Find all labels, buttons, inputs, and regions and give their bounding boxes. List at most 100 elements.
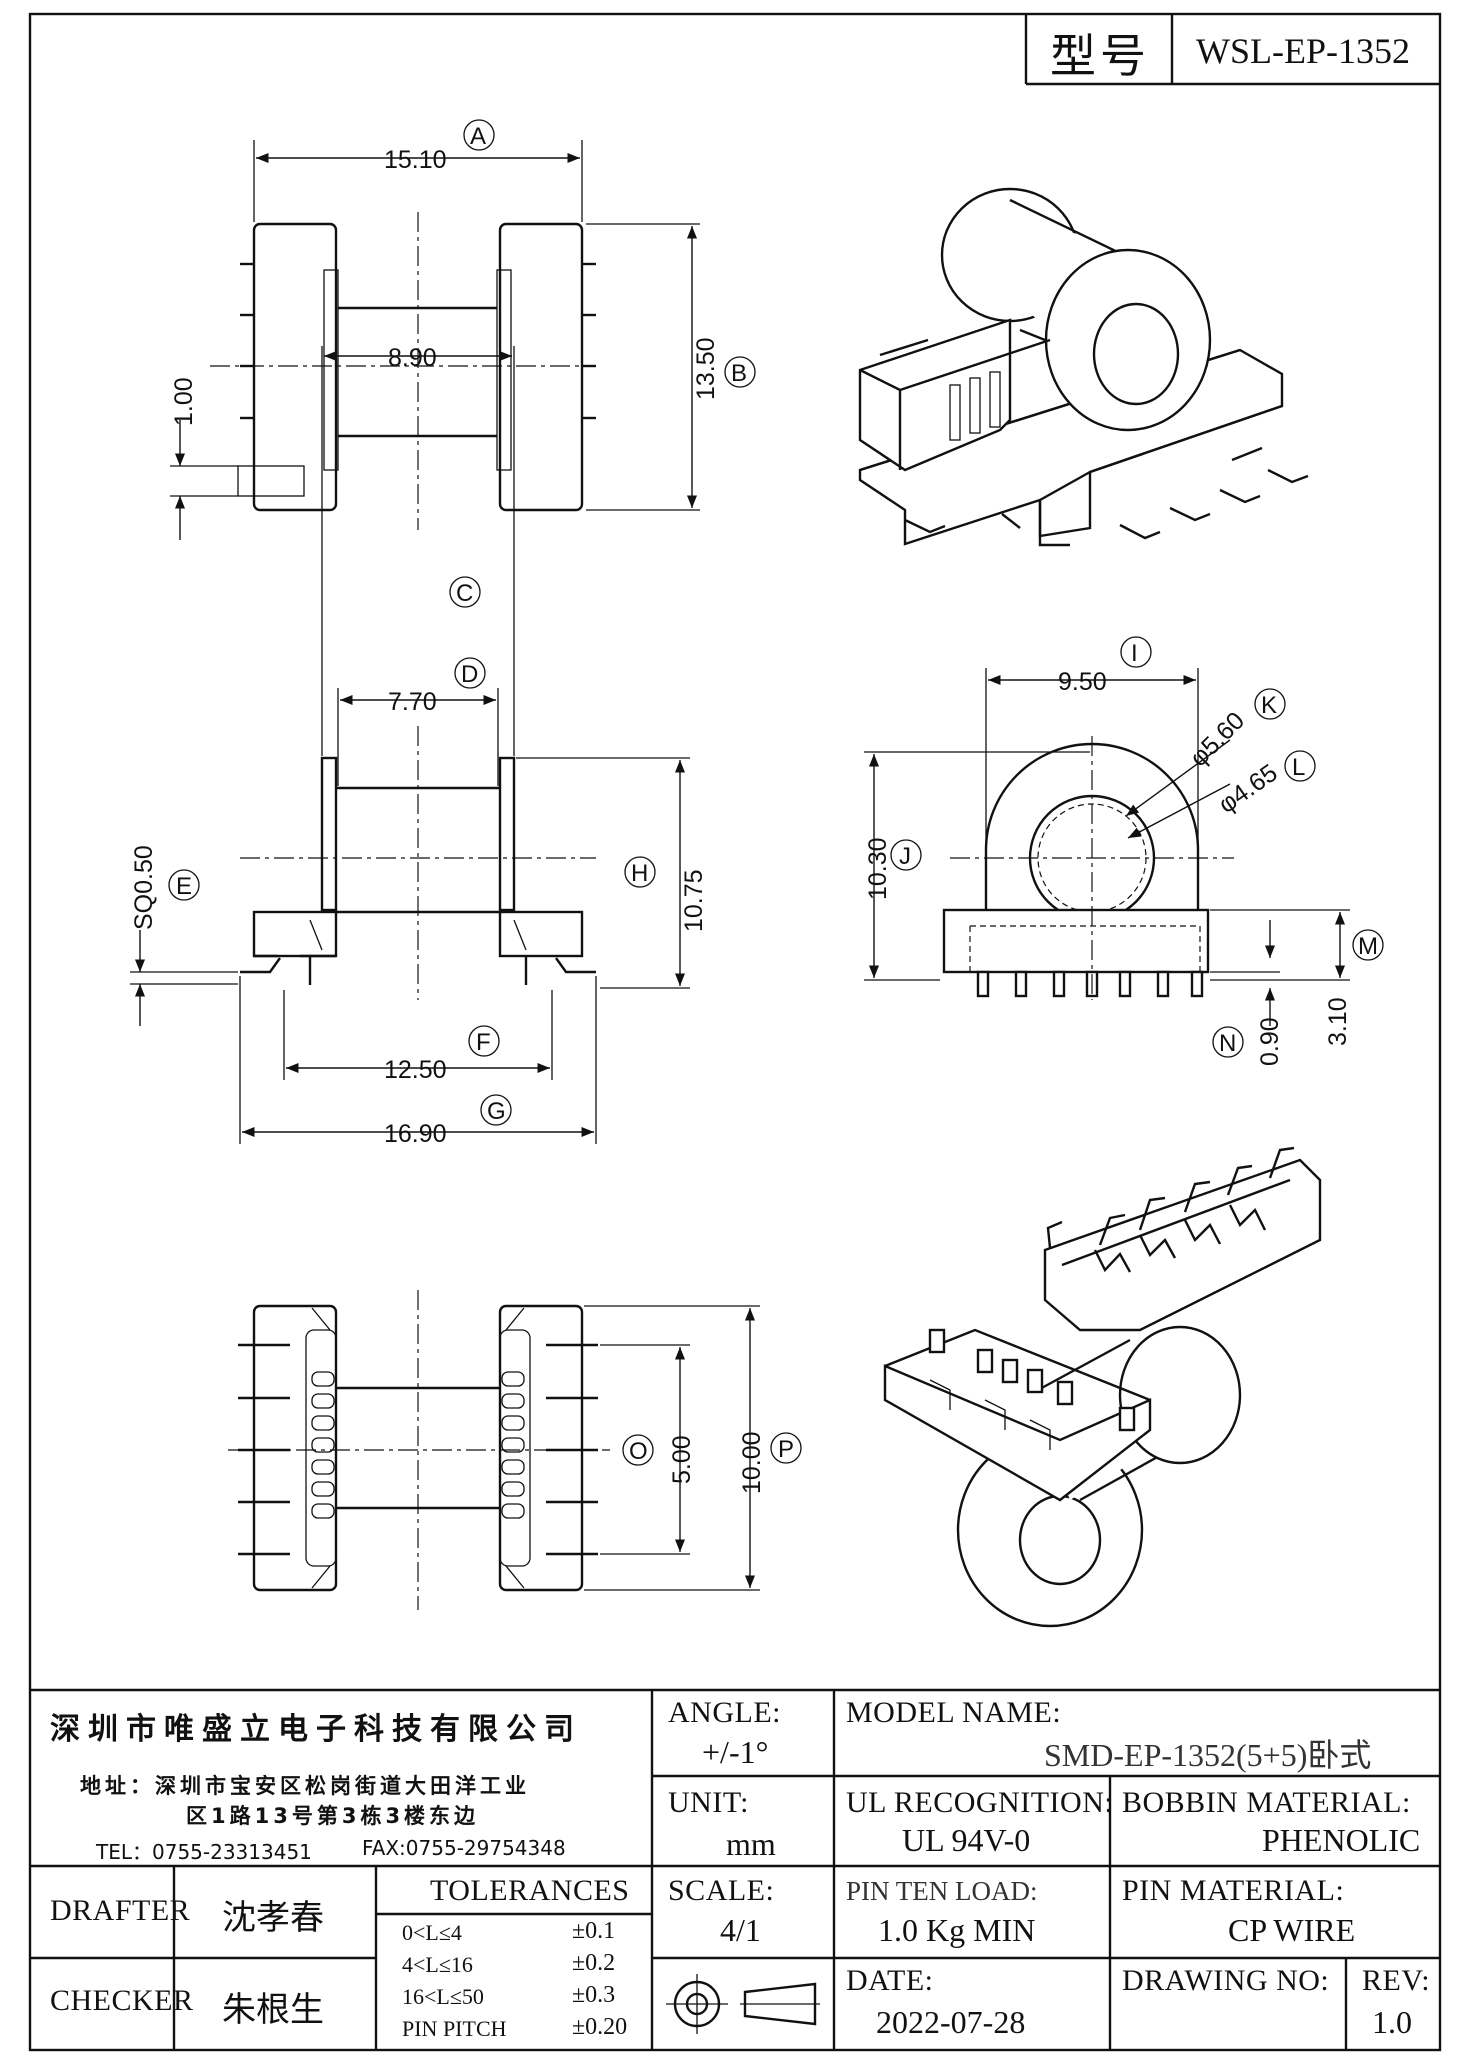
company-fax: FAX:0755-29754348 xyxy=(362,1836,566,1860)
model-label: 型号 xyxy=(1050,31,1150,82)
svg-text:D: D xyxy=(461,661,478,688)
dim-d-value: 7.70 xyxy=(388,688,437,716)
balloon-g: G xyxy=(480,1094,512,1126)
tolerance-value-1: ±0.1 xyxy=(572,1918,616,1944)
scale-value: 4/1 xyxy=(720,1912,761,1948)
balloon-o: O xyxy=(622,1434,654,1466)
bobbin-material-label: BOBBIN MATERIAL: xyxy=(1122,1786,1411,1819)
balloon-l: L xyxy=(1284,750,1316,782)
company-address-line2: 区1路13号第3栋3楼东边 xyxy=(186,1804,480,1828)
svg-text:I: I xyxy=(1131,640,1138,667)
dim-n-value: 0.90 xyxy=(1256,1017,1284,1066)
tolerance-range-1: 0<L≤4 xyxy=(402,1920,462,1945)
tolerance-range-3: 16<L≤50 xyxy=(402,1984,484,2009)
isometric-view-bottom xyxy=(883,1146,1322,1628)
isometric-view-top xyxy=(858,187,1309,547)
model-value: WSL-EP-1352 xyxy=(1196,31,1410,71)
tolerance-range-4: PIN PITCH xyxy=(402,2016,507,2041)
dim-c-value: 8.90 xyxy=(388,344,437,372)
svg-text:C: C xyxy=(456,580,473,607)
dim-pitch-value: 1.00 xyxy=(170,377,198,426)
model-name-label: MODEL NAME: xyxy=(846,1696,1062,1729)
balloon-p: P xyxy=(770,1432,802,1464)
date-label: DATE: xyxy=(846,1964,934,1997)
scale-label: SCALE: xyxy=(668,1874,775,1907)
svg-text:K: K xyxy=(1261,692,1277,719)
tolerance-value-2: ±0.2 xyxy=(572,1950,616,1976)
drafter-label: DRAFTER xyxy=(50,1894,191,1927)
svg-text:H: H xyxy=(631,860,648,887)
svg-text:F: F xyxy=(476,1029,491,1056)
tolerance-range-2: 4<L≤16 xyxy=(402,1952,473,1977)
balloon-a: A xyxy=(463,119,495,151)
pin-load-label: PIN TEN LOAD: xyxy=(846,1876,1038,1906)
dim-o-value: 5.00 xyxy=(668,1435,696,1484)
balloon-n: N xyxy=(1212,1026,1244,1058)
dim-k-value: φ5.60 xyxy=(1184,707,1250,773)
pin-load-value: 1.0 Kg MIN xyxy=(878,1912,1036,1948)
dim-b-value: 13.50 xyxy=(692,337,720,400)
svg-text:A: A xyxy=(470,123,486,150)
dim-j-value: 10.30 xyxy=(864,837,892,900)
front-view xyxy=(130,346,690,1144)
pin-material-value: CP WIRE xyxy=(1228,1912,1356,1948)
svg-text:N: N xyxy=(1219,1030,1236,1057)
svg-text:E: E xyxy=(176,873,192,900)
balloon-e: E xyxy=(168,869,200,901)
svg-text:O: O xyxy=(629,1438,648,1465)
angle-value: +/-1° xyxy=(702,1734,769,1770)
dim-g-value: 16.90 xyxy=(384,1120,447,1148)
svg-text:M: M xyxy=(1358,933,1378,960)
top-view xyxy=(170,140,700,540)
dim-h-value: 10.75 xyxy=(680,869,708,932)
balloon-b: B xyxy=(724,356,756,388)
company-name: 深圳市唯盛立电子科技有限公司 xyxy=(50,1712,582,1747)
unit-label: UNIT: xyxy=(668,1786,749,1819)
balloon-f: F xyxy=(468,1025,500,1057)
svg-text:J: J xyxy=(899,843,911,870)
unit-value: mm xyxy=(726,1826,776,1862)
rev-label: REV: xyxy=(1362,1964,1431,1997)
bottom-view xyxy=(228,1290,760,1610)
rev-value: 1.0 xyxy=(1372,2004,1412,2040)
ul-value: UL 94V-0 xyxy=(902,1822,1031,1858)
tolerance-value-4: ±0.20 xyxy=(572,2014,628,2040)
model-box xyxy=(1024,14,1440,86)
svg-text:P: P xyxy=(778,1436,794,1463)
date-value: 2022-07-28 xyxy=(876,2004,1026,2040)
angle-label: ANGLE: xyxy=(668,1696,781,1729)
ul-label: UL RECOGNITION: xyxy=(846,1786,1114,1819)
page-border xyxy=(28,12,1442,2052)
dim-l-value: φ4.65 xyxy=(1213,759,1282,819)
dim-i-value: 9.50 xyxy=(1058,668,1107,696)
drawing-no-label: DRAWING NO: xyxy=(1122,1964,1330,1997)
dim-e-value: SQ0.50 xyxy=(130,845,158,930)
balloon-h: H xyxy=(624,856,656,888)
pin-material-label: PIN MATERIAL: xyxy=(1122,1874,1345,1907)
dim-m-value: 3.10 xyxy=(1324,997,1352,1046)
bobbin-material-value: PHENOLIC xyxy=(1262,1822,1421,1858)
balloon-i: I xyxy=(1120,636,1152,668)
balloon-m: M xyxy=(1352,929,1384,961)
side-view xyxy=(864,668,1350,1026)
svg-text:B: B xyxy=(731,360,747,387)
model-name-value: SMD-EP-1352(5+5)卧式 xyxy=(1044,1737,1372,1773)
checker-value: 朱根生 xyxy=(222,1990,324,2030)
title-block-grid xyxy=(30,1688,1440,2050)
checker-label: CHECKER xyxy=(50,1984,194,2017)
dim-f-value: 12.50 xyxy=(384,1056,447,1084)
company-tel: TEL：0755-23313451 xyxy=(96,1840,312,1864)
dim-a-value: 15.10 xyxy=(384,146,447,174)
balloon-d: D xyxy=(454,657,486,689)
tolerances-label: TOLERANCES xyxy=(430,1874,630,1907)
tolerance-value-3: ±0.3 xyxy=(572,1982,616,2008)
balloon-c: C xyxy=(449,576,481,608)
balloon-j: J xyxy=(890,839,922,871)
dim-p-value: 10.00 xyxy=(738,1431,766,1494)
drafter-value: 沈孝春 xyxy=(222,1898,324,1938)
company-address-line1: 地址：深圳市宝安区松岗街道大田洋工业 xyxy=(80,1774,530,1798)
balloons: A B C D E H F G I J K L M N O P xyxy=(168,119,1384,1466)
svg-text:L: L xyxy=(1292,754,1305,781)
balloon-k: K xyxy=(1254,688,1286,720)
